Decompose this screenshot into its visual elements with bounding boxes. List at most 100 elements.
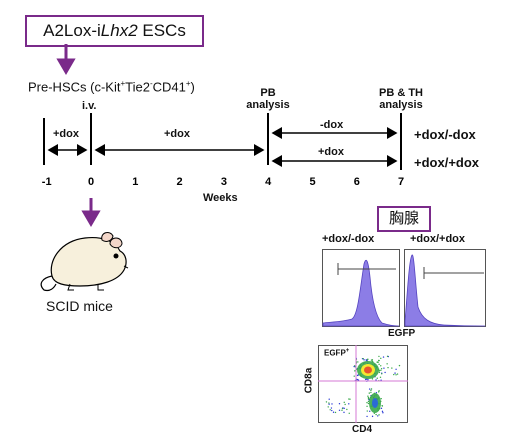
mouse-icon — [40, 232, 129, 292]
scatter-event — [386, 363, 388, 365]
mouse-label: SCID mice — [46, 298, 113, 314]
scatter-event — [328, 402, 330, 404]
cell-line-suffix: ESCs — [137, 21, 186, 40]
scatter-event — [381, 410, 384, 413]
week-tick-5: 4 — [265, 176, 272, 188]
scatter-event — [375, 391, 378, 394]
scatter-event — [380, 367, 383, 370]
pre-hsc-suffix: ) — [190, 79, 195, 95]
scatter-event — [377, 415, 379, 417]
scatter-event — [382, 412, 384, 414]
scatter-event — [370, 388, 373, 390]
scatter-event — [366, 410, 368, 412]
scatter-event — [378, 414, 380, 416]
scatter-event — [348, 398, 350, 400]
scatter-event — [378, 390, 380, 392]
scatter-event — [343, 401, 345, 404]
scatter-event — [344, 403, 346, 406]
scatter-event — [343, 411, 345, 414]
scatter-event — [396, 373, 399, 375]
histogram-title-1: +dox/-dox — [322, 233, 375, 245]
scatter-event — [341, 409, 343, 411]
scatter-event — [338, 403, 341, 405]
week-tick-3: 2 — [177, 176, 183, 188]
scatter-event — [384, 371, 386, 374]
scatter-event — [380, 365, 382, 367]
arrow-to-pre-hsc — [56, 44, 76, 75]
week-tick-8: 7 — [398, 176, 404, 188]
scatter-event — [369, 410, 371, 412]
upper-dox-label: -dox — [320, 119, 344, 131]
scatter-event — [332, 411, 335, 413]
pre-hsc-sup2: - — [149, 79, 153, 88]
scatter-event — [393, 373, 395, 376]
histogram-title-2: +dox/+dox — [410, 233, 466, 245]
pre-hsc-mid1: Tie2 — [125, 79, 150, 95]
scatter-event — [395, 374, 397, 376]
scatter-event — [368, 397, 370, 399]
scatter-event — [331, 409, 333, 412]
scatter-event — [368, 388, 371, 390]
scatter-event — [366, 401, 368, 404]
cell-line-box: A2Lox-iLhx2 ESCs — [25, 15, 204, 47]
scatter-event — [353, 365, 355, 368]
pre-hsc-sup3: + — [185, 79, 191, 88]
scatter-event — [328, 398, 330, 400]
arrow-to-mouse — [81, 198, 101, 227]
scatter-event — [394, 372, 396, 374]
scatter-gate-label: EGFP+ — [324, 348, 349, 358]
scatter-event — [366, 405, 368, 408]
scatter-event — [329, 409, 331, 411]
scatter-event — [365, 359, 368, 361]
scatter-event — [375, 379, 377, 381]
iv-label: i.v. — [82, 100, 97, 112]
histogram-curve-1 — [322, 259, 400, 327]
scatter-event — [382, 356, 385, 358]
scatter-event — [398, 364, 401, 367]
scatter-event — [356, 374, 359, 377]
scatter-event — [395, 368, 397, 370]
weeks-axis-label: Weeks — [203, 192, 238, 204]
pre-hsc-prefix: Pre-HSCs (c-Kit — [28, 79, 121, 95]
pb-analysis-label: PB analysis — [246, 87, 290, 111]
scatter-event — [325, 401, 328, 403]
scatter-event — [370, 391, 372, 394]
pre-hsc-sup1: + — [120, 79, 126, 88]
scatter-event — [370, 359, 373, 361]
week-tick-4: 3 — [221, 176, 227, 188]
week-tick-7: 6 — [354, 176, 360, 188]
scatter-event — [331, 403, 333, 405]
group-label-dox-dox: +dox/+dox — [414, 155, 480, 170]
week-tick-0: -1 — [42, 176, 52, 188]
cell-line-gene: Lhx2 — [100, 21, 138, 40]
scatter-event — [349, 398, 351, 400]
scatter-event — [364, 378, 367, 381]
week-tick-2: 1 — [132, 176, 138, 188]
scatter-event — [379, 376, 382, 378]
pre-dox-label: +dox — [53, 128, 79, 140]
scatter-event — [366, 415, 368, 418]
scatter-event — [330, 407, 333, 409]
scatter-event — [328, 403, 330, 405]
histogram-curve-2 — [404, 254, 486, 327]
scatter-event — [377, 359, 380, 362]
main-dox-label: +dox — [164, 128, 190, 140]
scatter-event — [363, 359, 365, 361]
scatter-gate-sup: + — [345, 348, 350, 354]
scatter-event — [380, 407, 383, 410]
scatter-event — [366, 358, 369, 361]
histogram-panel-1 — [322, 249, 400, 327]
scatter-event — [348, 412, 350, 414]
scatter-event — [378, 363, 380, 366]
thymus-label: 胸腺 — [377, 206, 431, 232]
scatter-event — [367, 379, 369, 381]
scatter-event — [381, 404, 383, 407]
scatter-event — [378, 371, 381, 374]
scatter-event — [367, 395, 369, 397]
scatter-event — [343, 407, 345, 410]
scatter-event — [346, 408, 348, 411]
scatter-event — [362, 357, 364, 360]
